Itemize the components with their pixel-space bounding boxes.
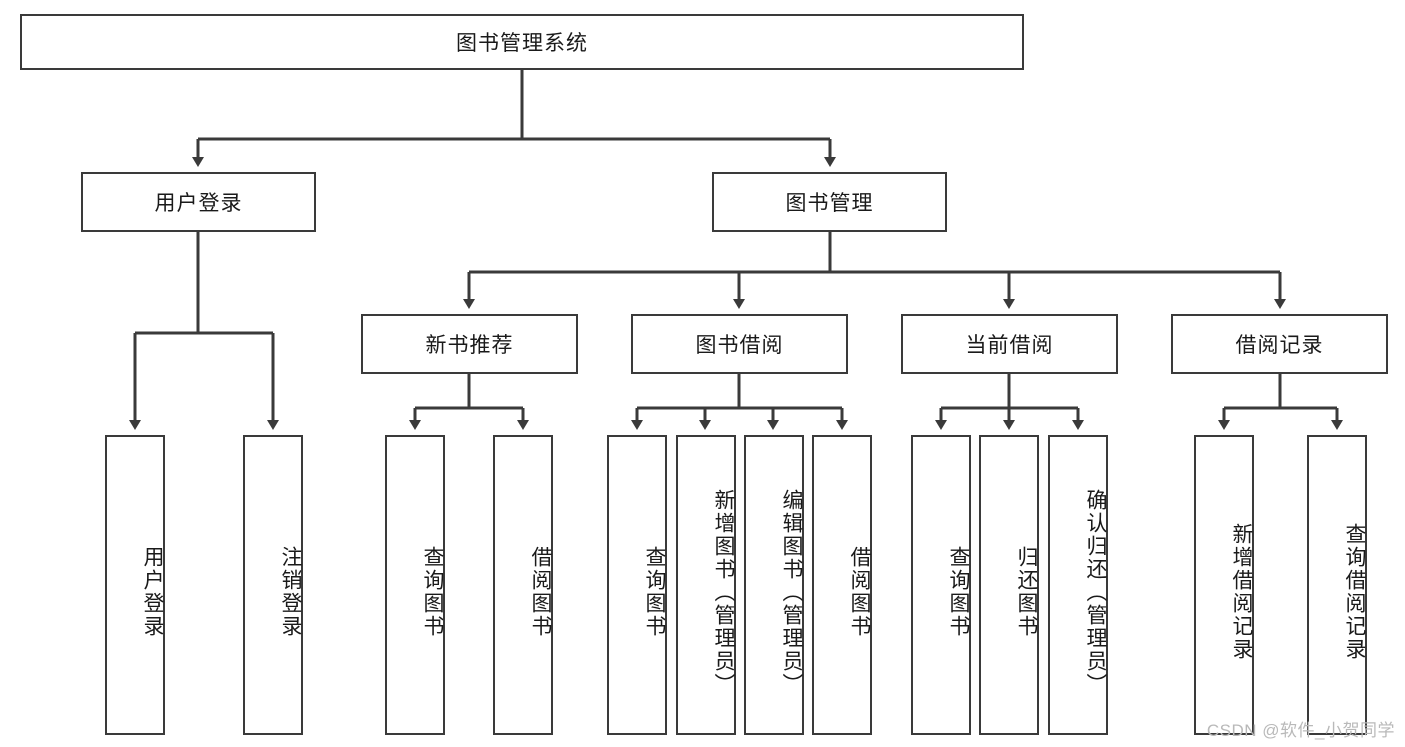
leaf-query-book-borrow[interactable]: 查询图书 bbox=[607, 435, 667, 735]
node-current-borrow-label: 当前借阅 bbox=[965, 334, 1054, 357]
leaf-query-book-newbook-label: 查询图书 bbox=[421, 546, 444, 638]
node-root[interactable]: 图书管理系统 bbox=[20, 14, 1024, 70]
node-book-management[interactable]: 图书管理 bbox=[712, 172, 947, 232]
leaf-query-book-newbook[interactable]: 查询图书 bbox=[385, 435, 445, 735]
leaf-borrow-book-newbook-label: 借阅图书 bbox=[529, 546, 552, 638]
node-book-borrow[interactable]: 图书借阅 bbox=[631, 314, 848, 374]
leaf-return-book-label: 归还图书 bbox=[1015, 546, 1038, 638]
node-book-management-label: 图书管理 bbox=[785, 192, 874, 215]
leaf-borrow-book-borrow-label: 借阅图书 bbox=[848, 546, 871, 638]
leaf-query-book-current[interactable]: 查询图书 bbox=[911, 435, 971, 735]
leaf-logout-label: 注销登录 bbox=[279, 546, 302, 638]
node-current-borrow[interactable]: 当前借阅 bbox=[901, 314, 1118, 374]
leaf-add-borrow-record[interactable]: 新增借阅记录 bbox=[1194, 435, 1254, 735]
node-borrow-record[interactable]: 借阅记录 bbox=[1171, 314, 1388, 374]
leaf-confirm-return-admin-label: 确认归还（管理员） bbox=[1084, 488, 1107, 696]
node-user-login[interactable]: 用户登录 bbox=[81, 172, 316, 232]
leaf-query-book-current-label: 查询图书 bbox=[947, 546, 970, 638]
leaf-query-borrow-record[interactable]: 查询借阅记录 bbox=[1307, 435, 1367, 735]
leaf-borrow-book-newbook[interactable]: 借阅图书 bbox=[493, 435, 553, 735]
leaf-user-login[interactable]: 用户登录 bbox=[105, 435, 165, 735]
leaf-query-borrow-record-label: 查询借阅记录 bbox=[1343, 523, 1366, 661]
node-root-label: 图书管理系统 bbox=[456, 32, 588, 55]
leaf-add-book-admin-label: 新增图书（管理员） bbox=[712, 488, 735, 696]
leaf-confirm-return-admin[interactable]: 确认归还（管理员） bbox=[1048, 435, 1108, 735]
leaf-edit-book-admin[interactable]: 编辑图书（管理员） bbox=[744, 435, 804, 735]
leaf-add-book-admin[interactable]: 新增图书（管理员） bbox=[676, 435, 736, 735]
leaf-borrow-book-borrow[interactable]: 借阅图书 bbox=[812, 435, 872, 735]
node-borrow-record-label: 借阅记录 bbox=[1235, 334, 1324, 357]
leaf-logout[interactable]: 注销登录 bbox=[243, 435, 303, 735]
leaf-edit-book-admin-label: 编辑图书（管理员） bbox=[780, 488, 803, 696]
node-user-login-label: 用户登录 bbox=[154, 192, 243, 215]
node-book-borrow-label: 图书借阅 bbox=[695, 334, 784, 357]
leaf-return-book[interactable]: 归还图书 bbox=[979, 435, 1039, 735]
node-new-book-recommend-label: 新书推荐 bbox=[425, 334, 514, 357]
csdn-watermark: CSDN @软件_小贺同学 bbox=[1206, 721, 1395, 740]
leaf-user-login-label: 用户登录 bbox=[141, 546, 164, 638]
leaf-query-book-borrow-label: 查询图书 bbox=[643, 546, 666, 638]
leaf-add-borrow-record-label: 新增借阅记录 bbox=[1230, 523, 1253, 661]
node-new-book-recommend[interactable]: 新书推荐 bbox=[361, 314, 578, 374]
